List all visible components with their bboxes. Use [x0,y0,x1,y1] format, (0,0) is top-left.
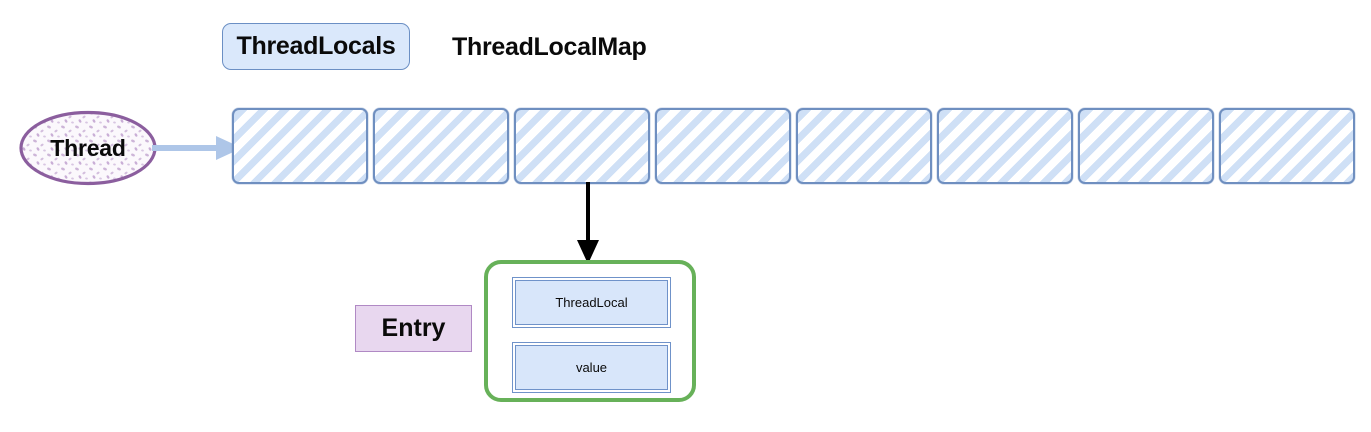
entry-label-box: Entry [355,305,472,352]
threadlocals-label-box: ThreadLocals [222,23,410,70]
map-cell-3[interactable] [655,108,791,184]
value-field[interactable]: value [511,341,672,394]
map-cell-1[interactable] [373,108,509,184]
map-cell-4[interactable] [796,108,932,184]
thread-to-map-arrow-icon [152,128,244,168]
map-cell-0[interactable] [232,108,368,184]
map-cell-5[interactable] [937,108,1073,184]
map-cell-2[interactable] [514,108,650,184]
map-cell-6[interactable] [1078,108,1214,184]
threadlocalmap-label: ThreadLocalMap [452,33,647,61]
entry-node: ThreadLocal value [484,260,696,402]
threadlocalmap-array [232,106,1356,186]
threadlocal-field[interactable]: ThreadLocal [511,276,672,329]
cell-to-entry-arrow-icon [570,182,606,266]
thread-node-label: Thread [50,134,126,161]
map-cell-7[interactable] [1219,108,1355,184]
